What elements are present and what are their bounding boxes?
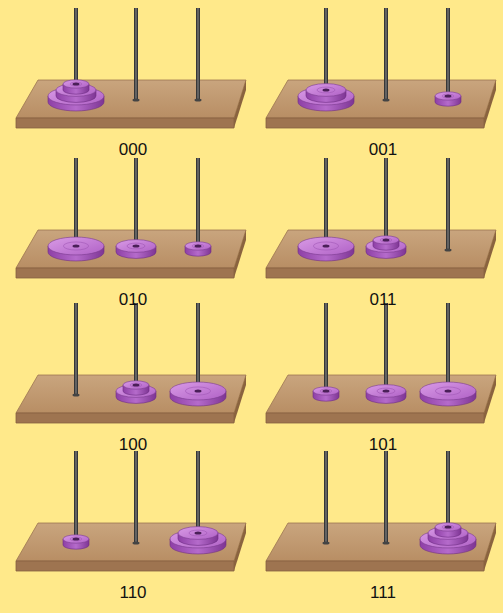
- hanoi-board: [266, 158, 496, 278]
- state-code: 000: [73, 140, 193, 160]
- state-code: 111: [323, 583, 443, 603]
- hanoi-board: [16, 8, 246, 128]
- state-code: 100: [73, 435, 193, 455]
- hanoi-board: [16, 158, 246, 278]
- hanoi-board: [266, 451, 496, 571]
- state-code: 011: [323, 290, 443, 310]
- hanoi-board: [266, 303, 496, 423]
- hanoi-board: [16, 303, 246, 423]
- hanoi-board: [266, 8, 496, 128]
- state-code: 110: [73, 583, 193, 603]
- hanoi-board: [16, 451, 246, 571]
- state-code: 101: [323, 435, 443, 455]
- state-code: 010: [73, 290, 193, 310]
- state-code: 001: [323, 140, 443, 160]
